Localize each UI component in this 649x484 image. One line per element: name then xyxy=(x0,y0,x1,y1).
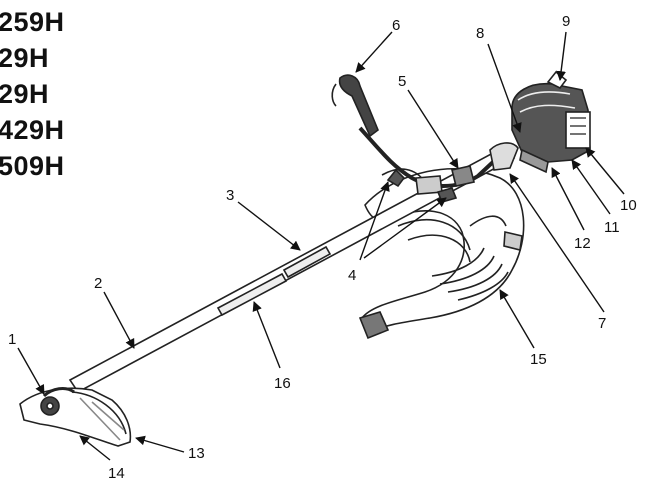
callout-label: 10 xyxy=(620,197,637,214)
leader-5 xyxy=(407,89,459,169)
callout-label: 16 xyxy=(274,375,291,392)
cutting-head-illustration xyxy=(19,387,132,447)
callout-label: 4 xyxy=(348,267,356,284)
leader-7 xyxy=(509,173,605,313)
callout-label: 15 xyxy=(530,351,547,368)
leader-12 xyxy=(551,167,585,231)
leader-9 xyxy=(556,31,567,81)
leader-14 xyxy=(79,435,111,461)
shaft-illustration xyxy=(68,144,516,394)
callout-label: 1 xyxy=(8,331,16,348)
model-list: 259H 29H 29H 429H 509H xyxy=(0,4,65,184)
callout-label: 6 xyxy=(392,17,400,34)
model-name: 29H xyxy=(0,79,50,109)
leader-16 xyxy=(252,301,281,369)
leader-3 xyxy=(237,201,301,251)
callout-labels: 1 2 3 4 5 6 7 8 9 10 11 12 13 14 15 16 xyxy=(8,13,637,482)
handlebar-illustration xyxy=(331,74,519,203)
leader-1 xyxy=(17,347,45,395)
callout-label: 9 xyxy=(562,13,570,30)
leader-2 xyxy=(103,291,135,349)
callout-label: 14 xyxy=(108,465,125,482)
leader-15 xyxy=(499,289,535,349)
callout-label: 12 xyxy=(574,235,591,252)
leader-6 xyxy=(355,31,393,73)
callout-label: 13 xyxy=(188,445,205,462)
callout-label: 2 xyxy=(94,275,102,292)
engine-illustration xyxy=(511,70,591,174)
model-name: 259H xyxy=(0,7,65,37)
model-name: 29H xyxy=(0,43,50,73)
callout-label: 11 xyxy=(604,219,620,236)
leader-8 xyxy=(487,43,522,133)
callout-label: 8 xyxy=(476,25,484,42)
leader-13 xyxy=(135,435,185,453)
callout-leaders xyxy=(17,31,625,461)
callout-label: 5 xyxy=(398,73,406,90)
leader-4b xyxy=(363,197,447,259)
callout-label: 7 xyxy=(598,315,606,332)
callout-label: 3 xyxy=(226,187,234,204)
leader-4a xyxy=(359,181,390,261)
leader-10 xyxy=(585,147,625,195)
leader-11 xyxy=(571,159,611,215)
model-name: 509H xyxy=(0,151,65,181)
model-name: 429H xyxy=(0,115,65,145)
